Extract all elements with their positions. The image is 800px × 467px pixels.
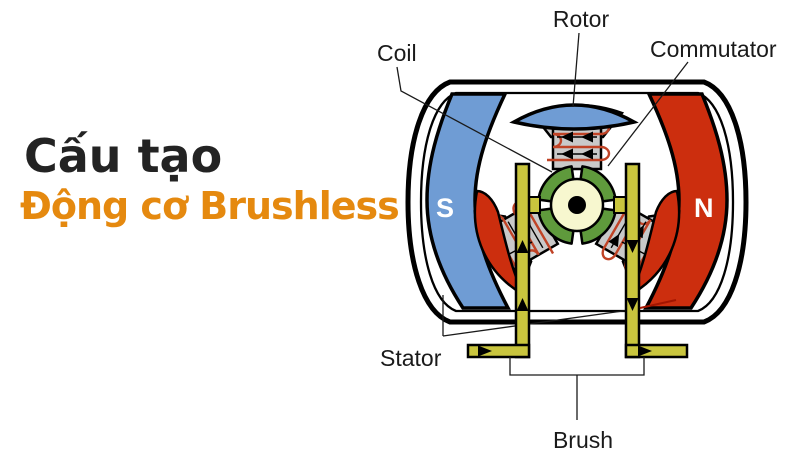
shaft-center-dot — [568, 196, 586, 214]
commutator-pointer-line — [607, 61, 689, 167]
stator-pointer-diagonal — [442, 309, 631, 337]
current-arrow — [608, 233, 620, 248]
main-title: Cấu tạo — [24, 129, 223, 183]
rotor-pole-dome — [509, 103, 639, 131]
label-rotor: Rotor — [553, 6, 610, 32]
red-annotation-line — [639, 299, 677, 309]
label-commutator: Commutator — [650, 36, 777, 62]
current-arrow — [561, 148, 573, 160]
stator-pointer-lines — [442, 295, 631, 337]
current-arrow-right — [638, 345, 652, 357]
current-arrow — [561, 131, 573, 143]
current-arrow — [581, 131, 593, 143]
current-arrow-up — [516, 240, 529, 253]
commutator — [537, 165, 617, 245]
brush-foot — [466, 343, 531, 359]
brush-left — [466, 162, 541, 359]
label-coil: Coil — [377, 40, 417, 66]
current-arrow-up — [516, 298, 529, 311]
magnet-north: N — [643, 92, 729, 310]
current-arrow-down — [626, 298, 639, 311]
brush-foot — [624, 343, 689, 359]
rotor-pointer-line — [572, 32, 580, 108]
label-brush: Brush — [553, 427, 613, 453]
current-arrow-down — [626, 240, 639, 253]
brush-bar — [624, 162, 641, 359]
magnet-s-body — [425, 92, 511, 310]
brush-bar — [514, 162, 531, 359]
current-arrow — [581, 148, 593, 160]
brush-bracket — [509, 357, 645, 420]
brush-right — [613, 162, 689, 359]
magnet-n-label: N — [694, 193, 714, 223]
pole-shoe-left-wing — [473, 189, 528, 299]
magnet-south: S — [425, 92, 511, 310]
magnet-s-label: S — [436, 193, 454, 223]
magnet-n-body — [643, 92, 729, 310]
brush-contact-tab — [613, 196, 627, 214]
sub-title: Động cơ Brushless — [20, 184, 400, 228]
coil-pointer-line — [396, 66, 553, 173]
label-stator: Stator — [380, 345, 442, 371]
current-arrow-right — [478, 345, 492, 357]
